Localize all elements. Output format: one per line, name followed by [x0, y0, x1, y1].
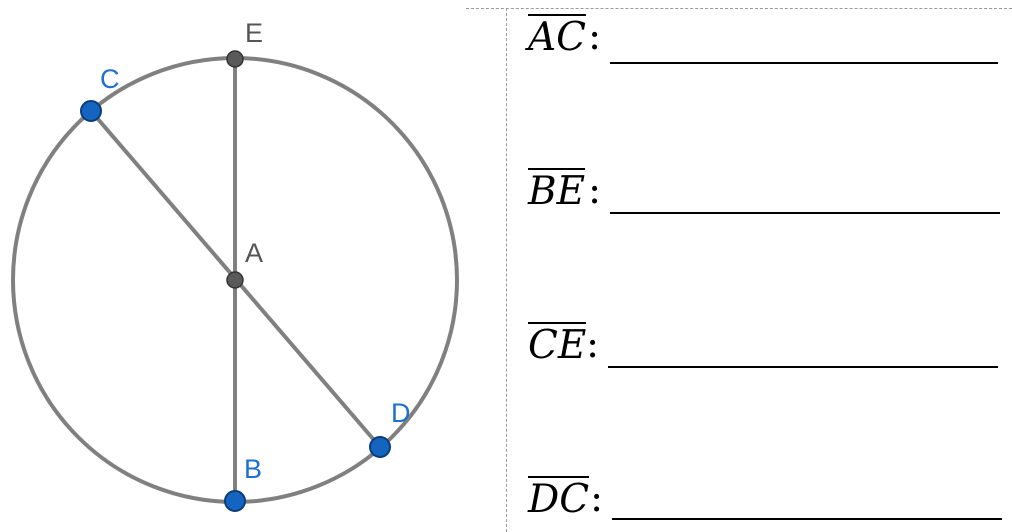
point-b[interactable] — [224, 490, 246, 512]
answer-blank-dc[interactable] — [612, 518, 1002, 520]
label-d: D — [391, 398, 411, 428]
divider — [506, 8, 507, 532]
colon: : — [588, 168, 602, 213]
label-c: C — [100, 64, 120, 94]
item-dc: DC : — [528, 476, 1008, 526]
item-ce: CE : — [528, 322, 1008, 372]
label-a: A — [245, 238, 263, 268]
colon: : — [586, 322, 600, 367]
answer-blank-be[interactable] — [610, 212, 1000, 214]
circle-diagram: E C A D B — [11, 18, 459, 512]
item-be: BE : — [528, 168, 1008, 218]
point-e[interactable] — [226, 50, 244, 68]
item-ac: AC : — [528, 14, 1008, 64]
colon: : — [590, 476, 604, 521]
segment-label-be: BE — [528, 168, 586, 214]
point-a[interactable] — [226, 271, 244, 289]
segment-label-ce: CE — [528, 322, 587, 368]
segment-label-ac: AC — [528, 14, 587, 60]
segment-label-dc: DC — [528, 476, 590, 522]
label-e: E — [245, 18, 263, 48]
colon: : — [588, 14, 602, 59]
answer-blank-ac[interactable] — [610, 62, 998, 64]
point-d[interactable] — [369, 436, 391, 458]
top-border — [466, 8, 1012, 9]
point-c[interactable] — [80, 100, 102, 122]
label-b: B — [244, 454, 262, 484]
answer-blank-ce[interactable] — [608, 366, 998, 368]
